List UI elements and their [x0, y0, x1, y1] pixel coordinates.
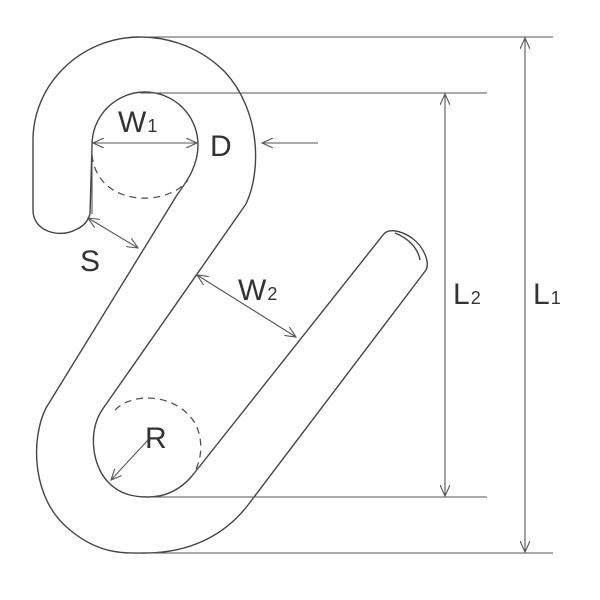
d-label: D	[210, 130, 232, 163]
upper-dashed-arc	[91, 154, 189, 199]
s-label: S	[80, 245, 100, 278]
middle-bar-right-edge	[101, 203, 247, 411]
s-dimension-arrow	[88, 218, 138, 248]
middle-bar-left-edge	[45, 194, 178, 409]
lower-hook-outer	[35, 407, 249, 554]
shank-tip-face	[394, 232, 421, 261]
lower-hook-inner	[92, 409, 193, 498]
shank-right-edge	[247, 269, 427, 506]
w2-dimension-arrow	[197, 275, 296, 337]
l1-label: L1	[533, 278, 561, 311]
shank-tip	[382, 230, 428, 271]
w2-label: W2	[238, 274, 277, 307]
s-hook-outline	[32, 36, 428, 554]
lower-dashed-arc	[114, 397, 202, 477]
upper-hook-inner	[91, 91, 199, 196]
w1-label: W1	[118, 106, 157, 139]
upper-hook-outer	[32, 36, 257, 234]
shank-left-edge	[191, 234, 384, 477]
r-label: R	[145, 422, 167, 455]
l2-label: L2	[453, 278, 481, 311]
r-dimension-arrow	[111, 439, 149, 480]
